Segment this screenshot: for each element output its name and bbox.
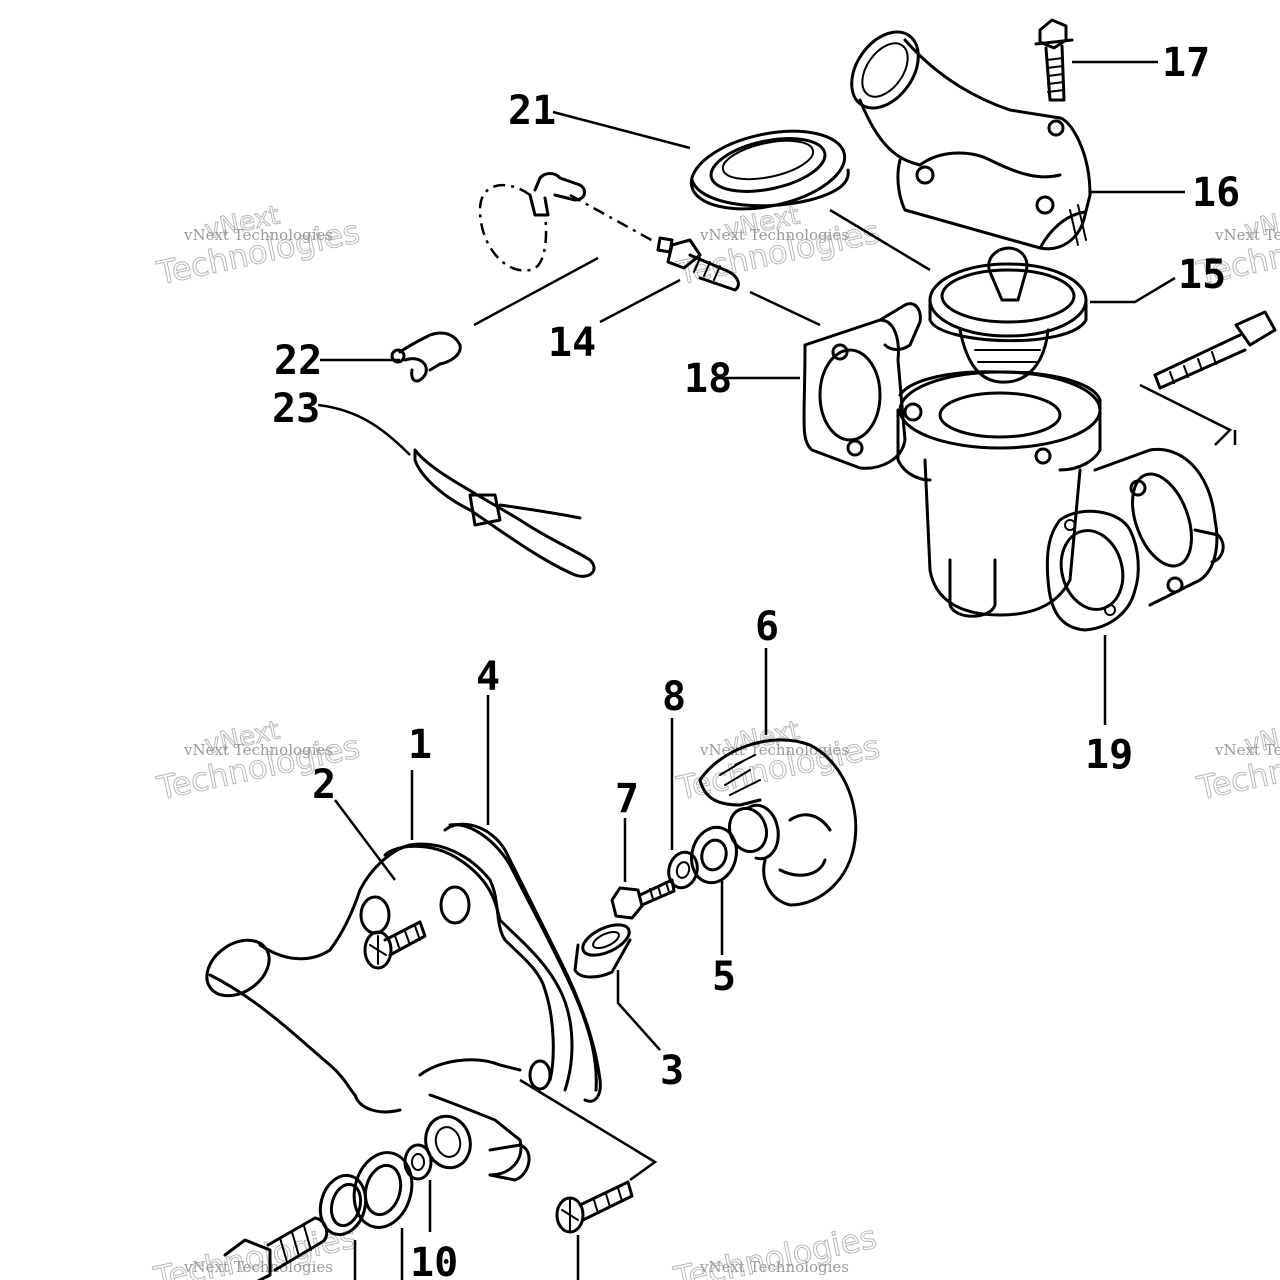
watermark-caption: vNext Technologies	[183, 226, 333, 244]
callout-5: 5	[712, 954, 736, 1000]
callout-19: 19	[1085, 732, 1133, 778]
watermark-caption: vNext Technologies	[699, 226, 849, 244]
watermark-caption: vNext Technologies	[1214, 226, 1280, 244]
callout-15: 15	[1178, 252, 1226, 298]
hose-assembly	[478, 172, 656, 272]
watermark-caption: vNext Technologies	[699, 1258, 849, 1276]
callout-8: 8	[662, 674, 686, 720]
bolt-17	[1034, 18, 1074, 102]
callout-4: 4	[476, 654, 500, 700]
watermark-caption: vNext Technologies	[183, 1258, 333, 1276]
callout-10: 10	[410, 1240, 458, 1280]
bolt-right	[1153, 310, 1277, 390]
callout-7: 7	[615, 776, 639, 822]
pump-housing-18	[802, 302, 1225, 618]
circlip	[318, 1173, 368, 1237]
watermark-caption: vNext Technologies	[183, 741, 333, 759]
callout-23: 23	[272, 386, 320, 432]
seal-5	[690, 825, 738, 885]
impeller-6	[698, 738, 858, 907]
callout-14: 14	[548, 320, 596, 366]
leader-lines	[317, 60, 1237, 1280]
temperature-sensor-14	[656, 236, 740, 292]
seal-21	[689, 129, 850, 211]
callout-21: 21	[508, 88, 556, 134]
screw-lower	[555, 1180, 634, 1234]
o-ring-4	[443, 822, 602, 1103]
callout-18: 18	[684, 356, 732, 402]
bushing-3	[573, 923, 632, 979]
drain-bolt	[223, 1216, 329, 1280]
callout-2: 2	[312, 762, 336, 808]
bolt-7	[610, 878, 676, 920]
callout-3: 3	[660, 1048, 684, 1094]
callout-labels: 1 2 3 4 5 6 7 8 10 14 15 16 17 18 19 21 …	[272, 40, 1240, 1280]
washer-10	[403, 1143, 433, 1181]
thermostat-housing-16	[850, 30, 1092, 251]
screw-2	[363, 920, 427, 970]
watermark-caption: vNext Technologies	[1214, 741, 1280, 759]
gasket-19	[1045, 509, 1140, 632]
seal-ring	[352, 1151, 414, 1229]
callout-1: 1	[408, 722, 432, 768]
thermostat-15	[928, 246, 1088, 384]
cable-tie-23	[413, 448, 596, 578]
callout-22: 22	[274, 338, 322, 384]
washer-8	[667, 850, 699, 890]
callout-16: 16	[1192, 170, 1240, 216]
callout-6: 6	[755, 604, 779, 650]
callout-17: 17	[1162, 40, 1210, 86]
pump-cover-1	[205, 842, 574, 1182]
hose-clip-22	[390, 331, 462, 383]
